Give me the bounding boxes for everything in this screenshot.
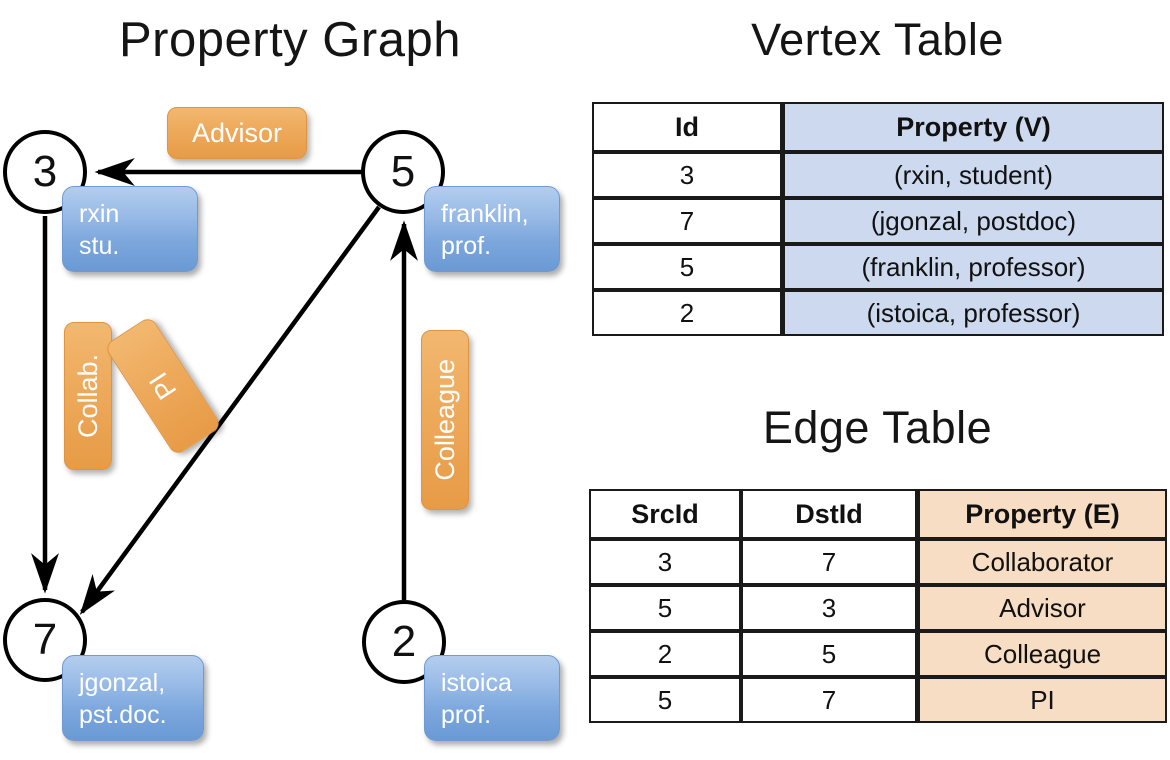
cell-property: PI xyxy=(917,677,1167,723)
edge-label-text: Colleague xyxy=(429,359,460,481)
cell-dstid: 7 xyxy=(741,677,917,723)
edge-table: SrcId DstId Property (E) 3 7 Collaborato… xyxy=(589,489,1167,723)
table-row: 3 7 Collaborator xyxy=(589,539,1167,585)
cell-property: Colleague xyxy=(917,631,1167,677)
page-title-edge-table: Edge Table xyxy=(762,402,993,453)
graph-node-label: 5 xyxy=(390,147,416,196)
table-row: 2 (istoica, professor) xyxy=(592,290,1164,336)
vertex-property-line2: stu. xyxy=(79,232,120,260)
edge-label-text: Collab. xyxy=(72,353,103,439)
vertex-property-callout-5: franklin, prof. xyxy=(424,186,560,272)
table-row: 5 (franklin, professor) xyxy=(592,244,1164,290)
cell-property: Advisor xyxy=(917,585,1167,631)
table-row: 5 7 PI xyxy=(589,677,1167,723)
table-row: 5 3 Advisor xyxy=(589,585,1167,631)
column-header-property: Property (V) xyxy=(782,102,1164,152)
cell-dstid: 5 xyxy=(741,631,917,677)
edge-label-text: PI xyxy=(143,367,183,406)
table-row: 7 (jgonzal, postdoc) xyxy=(592,198,1164,244)
vertex-property-callout-2: istoica prof. xyxy=(424,655,560,741)
edge-label-colleague: Colleague xyxy=(421,330,469,510)
table-header-row: Id Property (V) xyxy=(592,102,1164,152)
cell-srcid: 5 xyxy=(589,585,741,631)
graph-node-5[interactable]: 5 xyxy=(361,130,445,214)
page-title-vertex-table: Vertex Table xyxy=(751,14,1004,65)
cell-property: Collaborator xyxy=(917,539,1167,585)
vertex-property-line2: prof. xyxy=(441,232,492,260)
vertex-table: Id Property (V) 3 (rxin, student) 7 (jgo… xyxy=(592,102,1164,336)
property-graph-diagram: 3 5 7 2 rxin stu. franklin, prof. jgonza… xyxy=(0,0,580,760)
cell-srcid: 2 xyxy=(589,631,741,677)
cell-id: 5 xyxy=(592,244,782,290)
cell-srcid: 5 xyxy=(589,677,741,723)
edge-label-advisor: Advisor xyxy=(167,107,307,159)
vertex-property-line1: franklin, xyxy=(441,200,529,228)
cell-property: (istoica, professor) xyxy=(782,290,1164,336)
graph-node-label: 3 xyxy=(32,147,58,196)
cell-id: 7 xyxy=(592,198,782,244)
vertex-property-callout-3: rxin stu. xyxy=(62,186,198,272)
column-header-dstid: DstId xyxy=(741,489,917,539)
column-header-property: Property (E) xyxy=(917,489,1167,539)
graph-node-label: 7 xyxy=(32,615,58,664)
page-title-property-graph: Property Graph xyxy=(119,13,461,67)
vertex-property-line1: rxin xyxy=(79,200,120,228)
table-header-row: SrcId DstId Property (E) xyxy=(589,489,1167,539)
vertex-property-callout-7: jgonzal, pst.doc. xyxy=(62,655,204,741)
column-header-id: Id xyxy=(592,102,782,152)
cell-srcid: 3 xyxy=(589,539,741,585)
cell-property: (franklin, professor) xyxy=(782,244,1164,290)
edge-5-to-7 xyxy=(79,205,381,615)
table-row: 3 (rxin, student) xyxy=(592,152,1164,198)
cell-dstid: 3 xyxy=(741,585,917,631)
vertex-property-line2: pst.doc. xyxy=(79,701,167,729)
graph-edges-layer xyxy=(31,158,418,615)
vertex-property-line2: prof. xyxy=(441,701,492,729)
graph-node-label: 2 xyxy=(391,617,417,666)
vertex-property-line1: istoica xyxy=(441,669,512,697)
table-row: 2 5 Colleague xyxy=(589,631,1167,677)
cell-id: 2 xyxy=(592,290,782,336)
cell-id: 3 xyxy=(592,152,782,198)
cell-property: (jgonzal, postdoc) xyxy=(782,198,1164,244)
graph-node-2[interactable]: 2 xyxy=(362,600,446,684)
cell-dstid: 7 xyxy=(741,539,917,585)
vertex-property-line1: jgonzal, xyxy=(79,669,166,697)
edge-label-collab: Collab. xyxy=(64,322,112,470)
edge-label-text: Advisor xyxy=(191,117,283,148)
cell-property: (rxin, student) xyxy=(782,152,1164,198)
column-header-srcid: SrcId xyxy=(589,489,741,539)
